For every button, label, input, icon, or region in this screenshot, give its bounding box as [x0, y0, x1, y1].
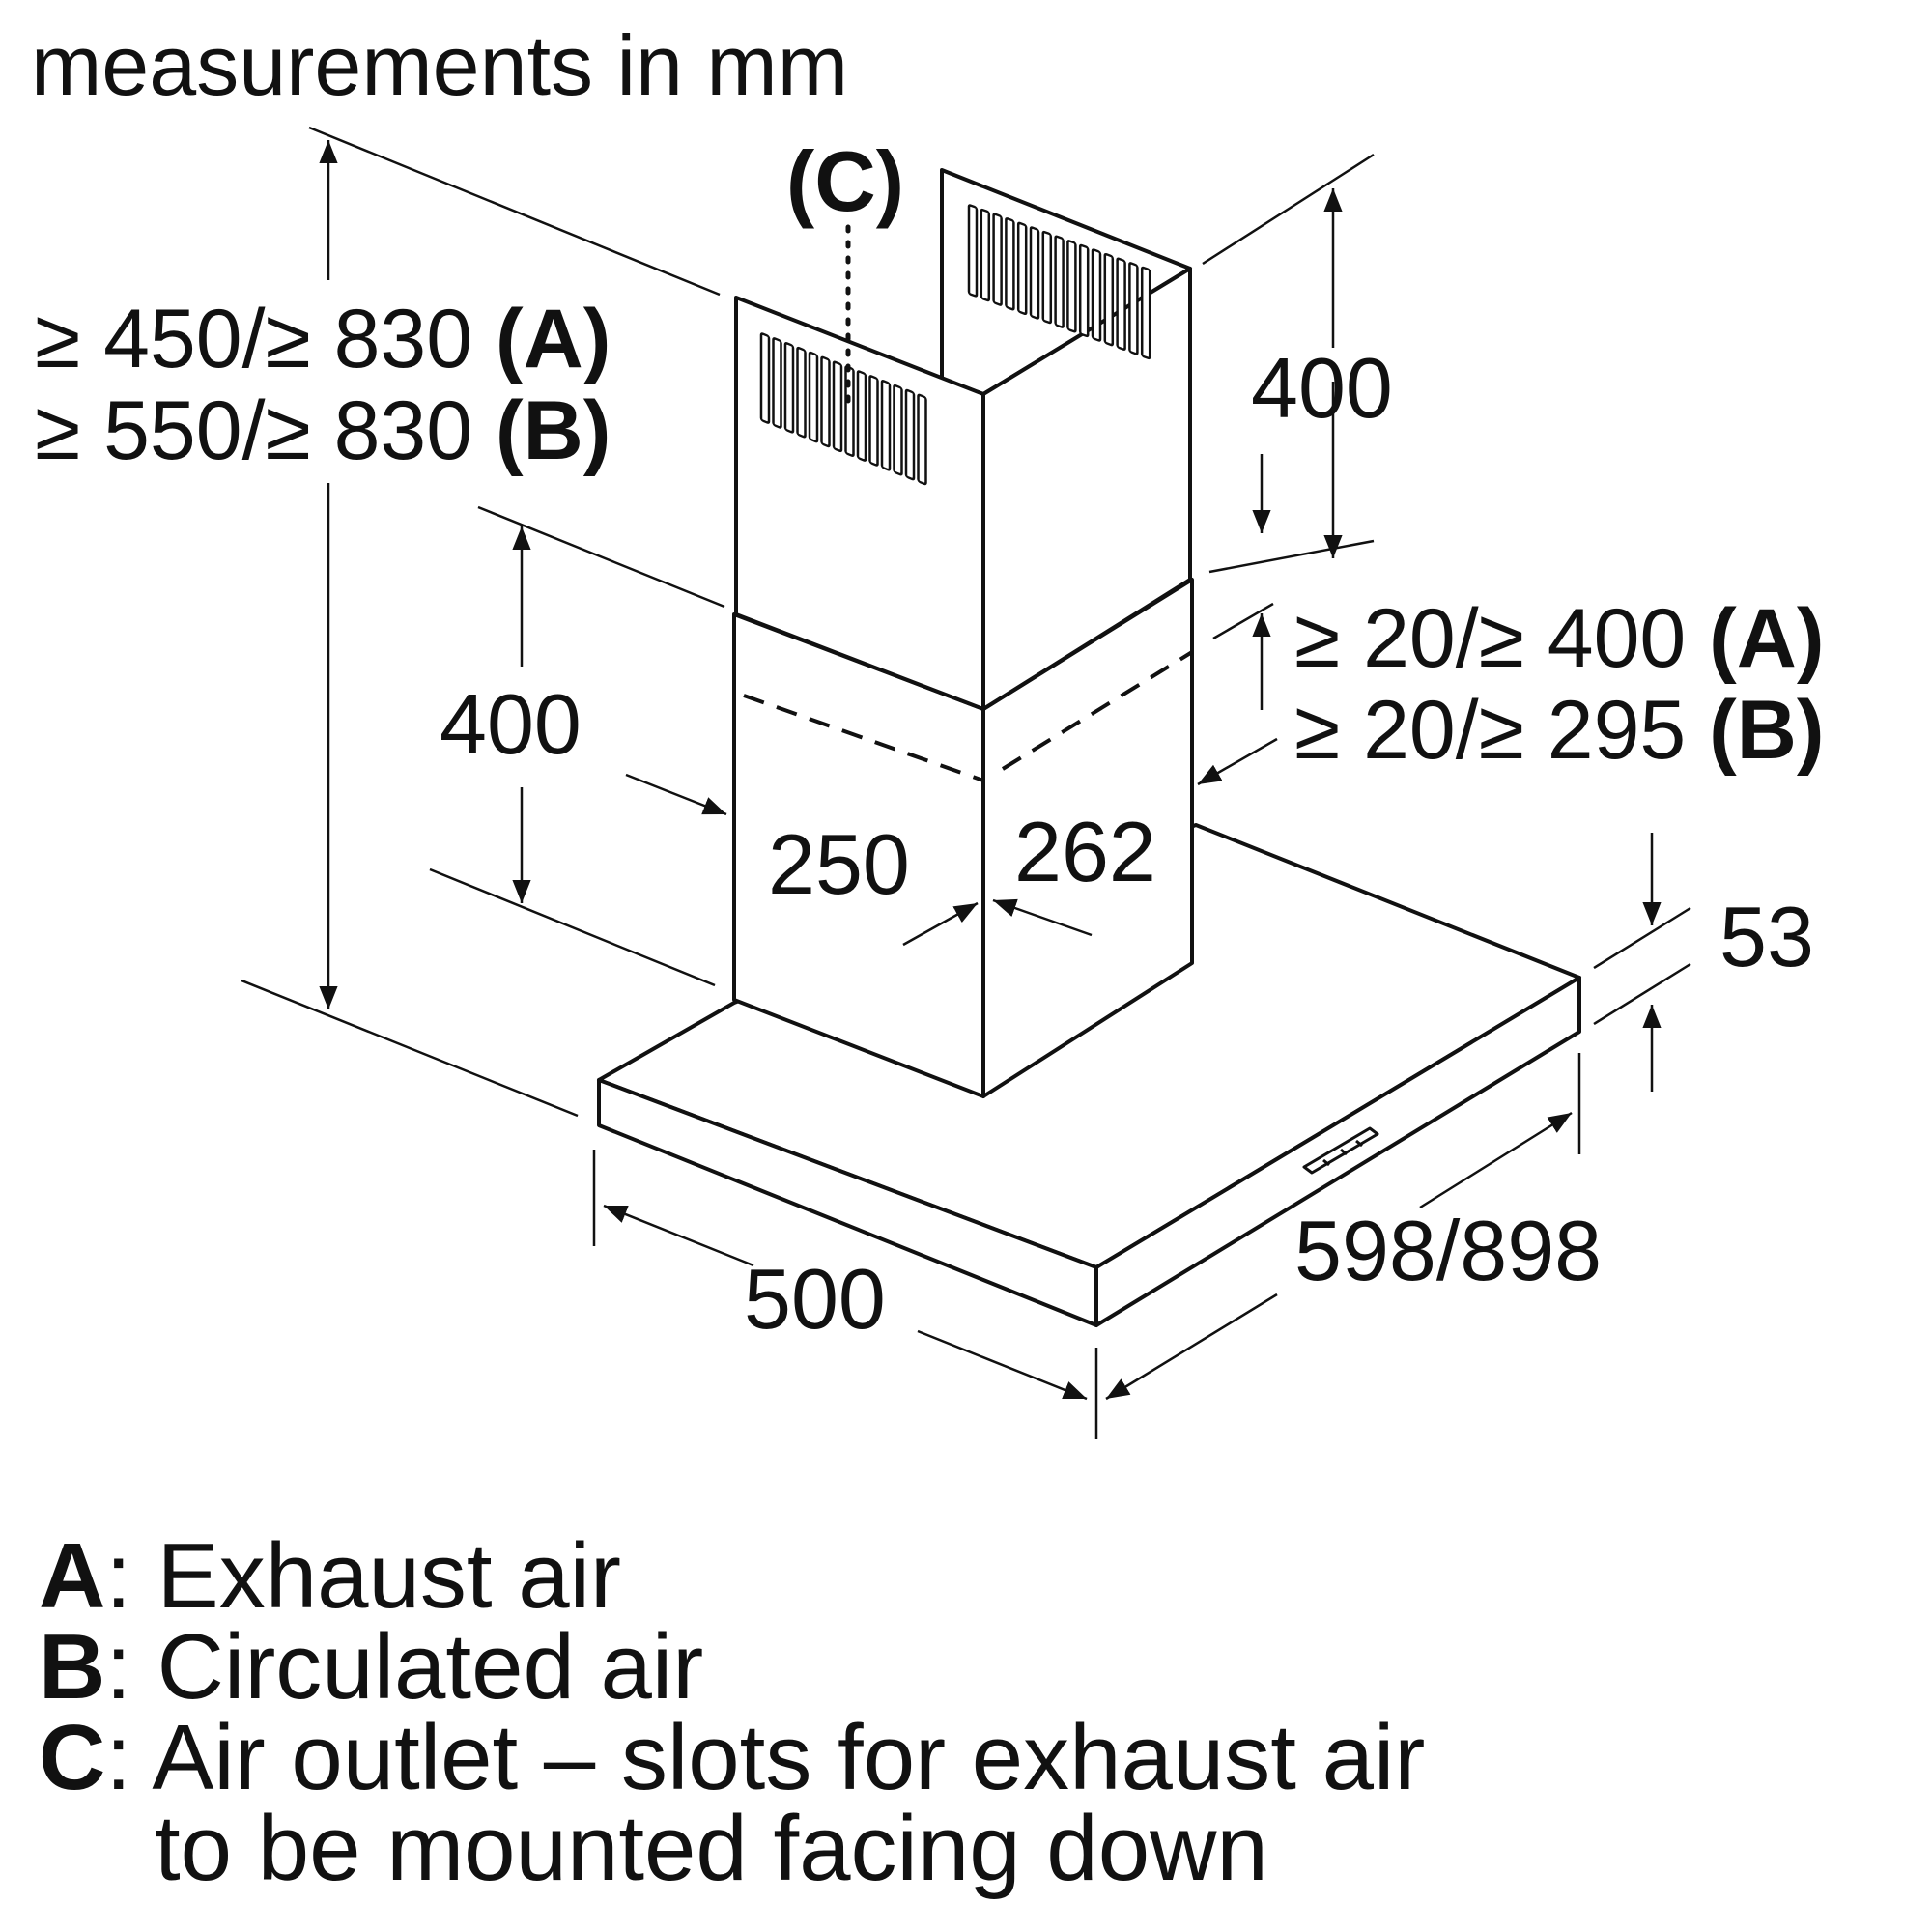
vent-slot — [1029, 226, 1040, 320]
width-262-arrow-right — [992, 898, 1093, 937]
vent-slot — [796, 346, 807, 439]
canopy-depth-arrow-right — [917, 1329, 1088, 1401]
depth-250-arrow — [625, 773, 727, 816]
canopy-width-label: 598/898 — [1294, 1203, 1602, 1298]
canopy-width-arrow-left — [1105, 1293, 1278, 1401]
vent-slot — [1066, 240, 1077, 333]
vent-slot — [904, 388, 916, 481]
control-panel — [1302, 1126, 1379, 1175]
chimney-width-label: 262 — [1014, 804, 1156, 899]
chimney-depth-label: 250 — [768, 816, 910, 912]
vent-slots-front — [759, 332, 927, 486]
width-262-arrow-left — [902, 901, 979, 947]
overlap-label-b: ≥ 20/≥ 295 (B) — [1294, 684, 1825, 777]
vent-slot — [1041, 230, 1053, 325]
canopy-front-right — [1094, 976, 1581, 1327]
vent-slot — [917, 393, 927, 486]
legend: A: Exhaust air B: Circulated air C: Air … — [39, 1524, 1426, 1900]
vent-slot — [832, 360, 843, 453]
vent-slot — [1116, 257, 1126, 351]
overlap-dashes — [743, 650, 1194, 782]
vent-slot — [759, 332, 771, 424]
vent-slot — [1091, 248, 1102, 342]
legend-item-c-continued: to be mounted facing down — [155, 1797, 1268, 1900]
vent-slot — [1140, 266, 1151, 360]
total-height-label-b: ≥ 550/≥ 830 (B) — [35, 384, 611, 477]
overlap-arrow-left — [1197, 737, 1278, 786]
canopy-height-label: 53 — [1719, 889, 1814, 984]
canopy-width-arrow-right — [1419, 1111, 1573, 1209]
vent-slot — [868, 375, 879, 467]
legend-item-a: A: Exhaust air — [39, 1524, 621, 1628]
total-height-label-a: ≥ 450/≥ 830 (A) — [35, 293, 611, 385]
extension-lines — [241, 126, 1691, 1439]
canopy-depth-arrow-left — [603, 1204, 754, 1267]
dimension-arrows — [319, 140, 1662, 1401]
lower-chimney-height-label: 400 — [440, 676, 582, 772]
vent-slot — [980, 208, 991, 302]
vent-slot — [808, 351, 819, 443]
vent-slot — [967, 204, 979, 298]
vent-slot — [1078, 243, 1090, 338]
vent-slot — [1005, 217, 1015, 311]
vent-slot — [880, 380, 892, 471]
vent-slot — [783, 342, 795, 434]
vent-slot — [893, 384, 903, 476]
canopy-depth-label: 500 — [744, 1251, 886, 1347]
units-title: measurements in mm — [31, 17, 848, 113]
vent-slots-back — [967, 204, 1151, 360]
upper-chimney-height-label: 400 — [1251, 340, 1393, 436]
overlap-label-a: ≥ 20/≥ 400 (A) — [1294, 592, 1825, 685]
vent-slot — [1103, 252, 1115, 347]
vent-slot — [992, 213, 1003, 306]
vent-slot — [1016, 221, 1028, 316]
legend-item-b: B: Circulated air — [39, 1615, 704, 1719]
hood-outline — [597, 168, 1581, 1327]
legend-item-c: C: Air outlet – slots for exhaust air — [39, 1706, 1426, 1809]
vent-slot — [772, 337, 782, 429]
outlet-marker: (C) — [786, 133, 904, 229]
vent-slot — [1054, 235, 1065, 328]
vent-slot — [1128, 262, 1139, 355]
vent-slot — [820, 355, 831, 448]
vent-slot — [856, 370, 867, 462]
